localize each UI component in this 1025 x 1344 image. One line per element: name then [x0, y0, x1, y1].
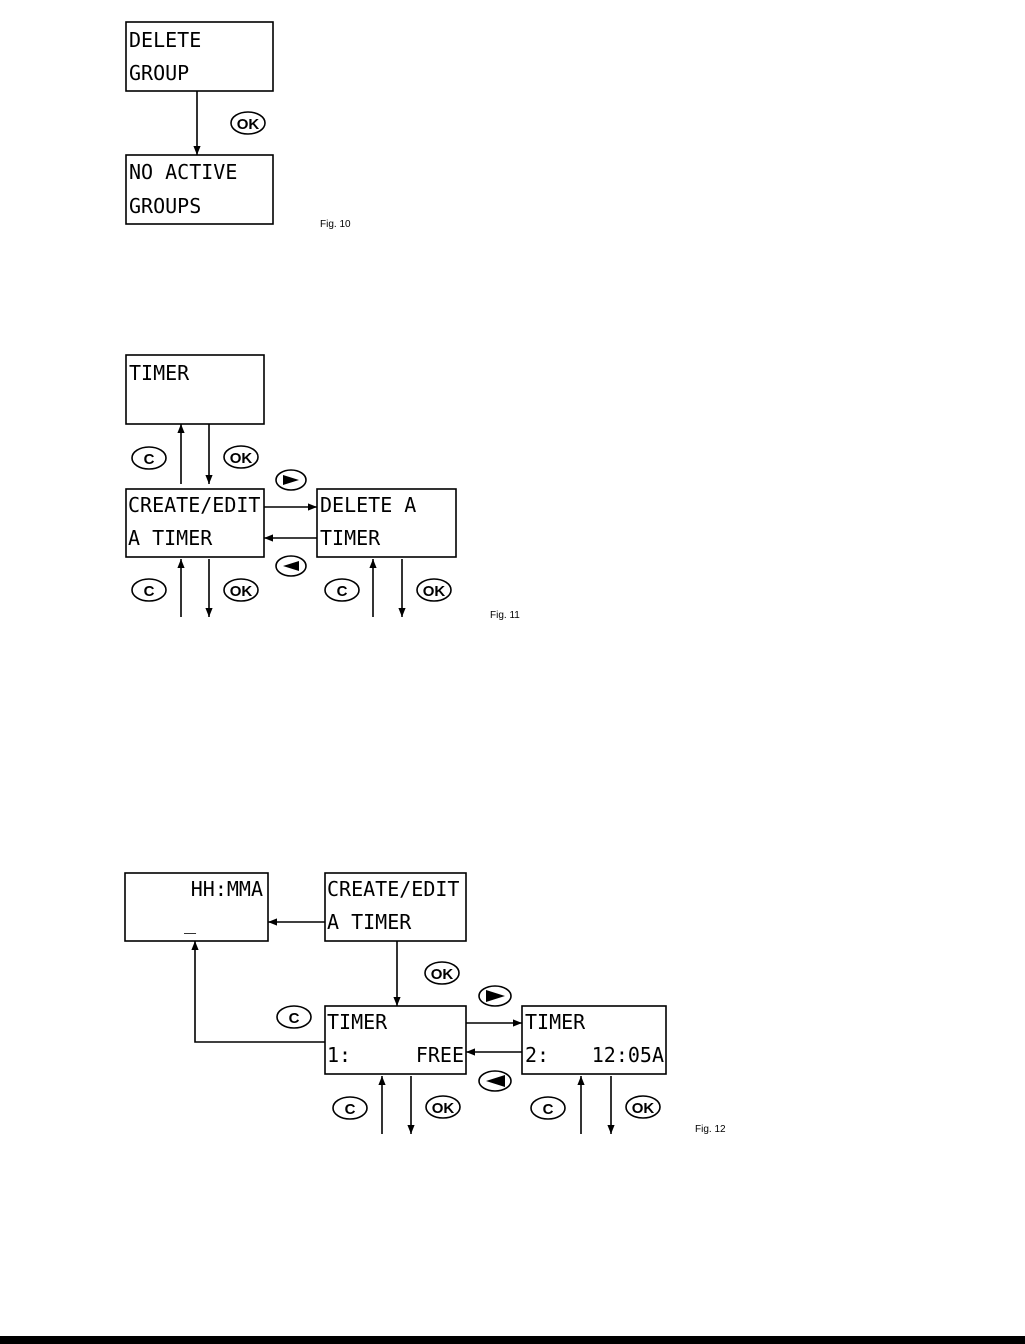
- ok-button-label: OK: [237, 116, 260, 133]
- ok-button-label: OK: [431, 966, 454, 983]
- c-button-label: C: [144, 451, 155, 468]
- c-button-label: C: [345, 1101, 356, 1118]
- screen-line: TIMER: [327, 1010, 388, 1034]
- screen-line: GROUP: [129, 61, 189, 85]
- screen-line: A TIMER: [128, 526, 213, 550]
- figure-caption: Fig. 11: [490, 610, 520, 621]
- left-arrow-glyph: [283, 561, 299, 571]
- c-button-label: C: [289, 1010, 300, 1027]
- ok-button-label: OK: [230, 450, 253, 467]
- screen-line: NO ACTIVE: [129, 160, 237, 184]
- page-bottom-border: [0, 1336, 1025, 1344]
- screen-line: CREATE/EDIT: [327, 877, 459, 901]
- right-arrow-glyph: [283, 475, 299, 485]
- ok-button-label: OK: [632, 1100, 655, 1117]
- screen-line: TIMER: [129, 361, 190, 385]
- left-arrow-glyph: [486, 1075, 505, 1087]
- c-button-label: C: [144, 583, 155, 600]
- c-button-label: C: [543, 1101, 554, 1118]
- c-button-label: C: [337, 583, 348, 600]
- ok-button-label: OK: [423, 583, 446, 600]
- screen-line: CREATE/EDIT: [128, 493, 260, 517]
- screen-line: DELETE: [129, 28, 201, 52]
- figure-caption: Fig. 10: [320, 219, 351, 230]
- screen-line: HH:MMA: [191, 877, 263, 901]
- screen-line: TIMER: [320, 526, 381, 550]
- ok-button-label: OK: [432, 1100, 455, 1117]
- screen-line: A TIMER: [327, 910, 412, 934]
- timer-status: 12:05A: [592, 1043, 664, 1067]
- figure-caption: Fig. 12: [695, 1124, 726, 1135]
- cursor-mark: _: [184, 910, 197, 934]
- timer-status: FREE: [416, 1043, 464, 1067]
- screen-line: GROUPS: [129, 194, 201, 218]
- screen-line: TIMER: [525, 1010, 586, 1034]
- right-arrow-glyph: [486, 990, 505, 1002]
- ok-button-label: OK: [230, 583, 253, 600]
- timer-slot-number: 1:: [327, 1043, 351, 1067]
- timer-slot-number: 2:: [525, 1043, 549, 1067]
- arrow-return-path: [195, 941, 325, 1042]
- screen-line: DELETE A: [320, 493, 416, 517]
